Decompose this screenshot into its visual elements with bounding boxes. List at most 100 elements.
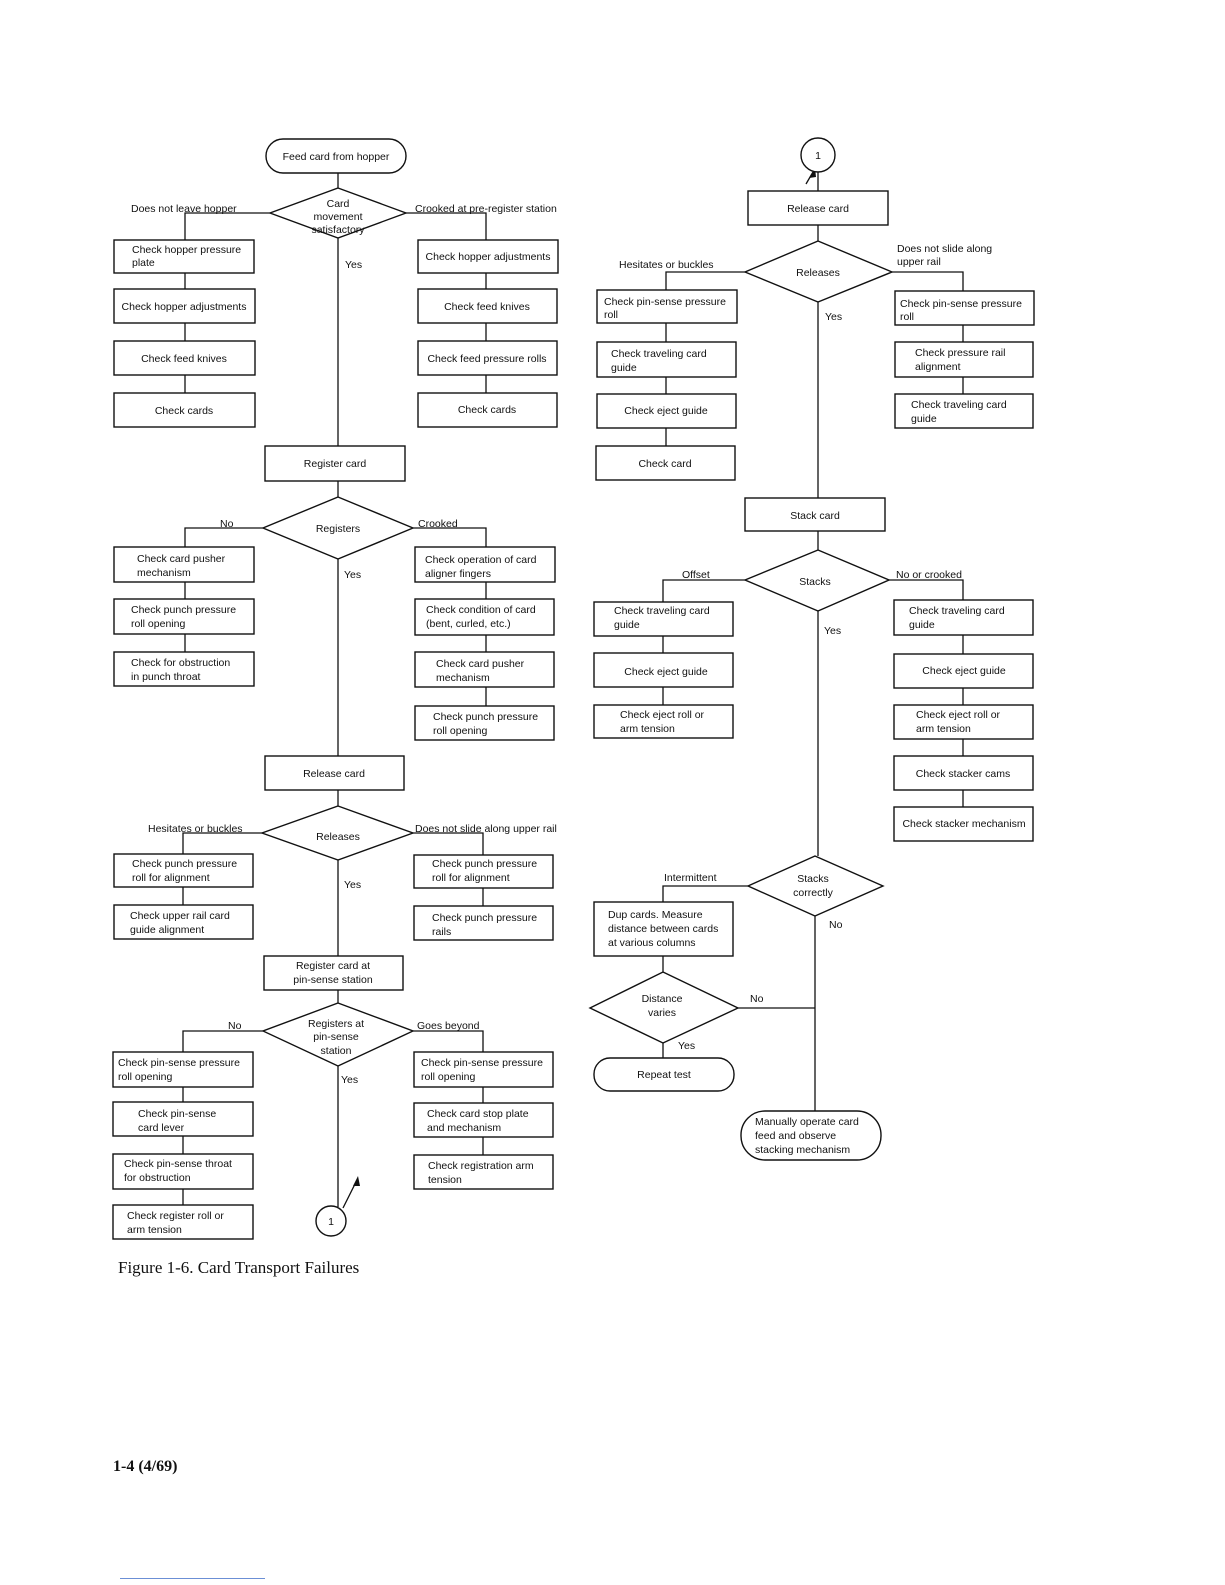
decision-registers-pin-sense: Registers at pin-sense station: [261, 1002, 415, 1067]
svg-text:mechanism: mechanism: [137, 567, 191, 579]
svg-text:Check hopper adjustments: Check hopper adjustments: [426, 251, 551, 263]
svg-text:at various columns: at various columns: [608, 937, 696, 949]
branch-label: No: [220, 518, 234, 530]
svg-text:Release card: Release card: [787, 203, 849, 215]
svg-text:feed and observe: feed and observe: [755, 1130, 836, 1142]
box-check-eject-guide-d: Check eject guide: [893, 653, 1034, 689]
svg-text:guide: guide: [911, 413, 937, 425]
process-stack-card: Stack card: [744, 497, 886, 532]
svg-text:Check eject guide: Check eject guide: [624, 666, 708, 678]
box-check-hopper-pressure-plate: Check hopper pressure plate: [113, 239, 255, 274]
svg-text:correctly: correctly: [793, 887, 833, 899]
yes-label: Yes: [344, 879, 361, 891]
svg-text:mechanism: mechanism: [436, 672, 490, 684]
svg-text:Check operation of card: Check operation of card: [425, 554, 537, 566]
svg-text:Check traveling card: Check traveling card: [911, 399, 1007, 411]
svg-text:(bent, curled, etc.): (bent, curled, etc.): [426, 618, 511, 630]
svg-text:roll opening: roll opening: [131, 618, 185, 630]
svg-text:Check for obstruction: Check for obstruction: [131, 657, 230, 669]
box-check-traveling-guide-d: Check traveling card guide: [893, 599, 1034, 636]
svg-text:Check traveling card: Check traveling card: [909, 605, 1005, 617]
svg-text:Register card: Register card: [304, 458, 367, 470]
box-check-pin-sense-roll-opening: Check pin-sense pressure roll opening: [112, 1051, 254, 1088]
svg-text:Check eject guide: Check eject guide: [624, 405, 708, 417]
svg-text:Check card pusher: Check card pusher: [137, 553, 226, 565]
svg-text:roll opening: roll opening: [421, 1071, 475, 1083]
scan-artifact: [120, 1578, 265, 1579]
svg-text:card lever: card lever: [138, 1122, 185, 1134]
svg-text:Distance: Distance: [642, 993, 683, 1005]
decision-releases-right: Releases: [743, 240, 894, 303]
branch-label: Crooked: [418, 518, 458, 530]
process-register-pin-sense: Register card at pin-sense station: [263, 955, 404, 991]
branch-label: upper rail: [897, 256, 941, 268]
terminator-label: Feed card from hopper: [283, 151, 390, 163]
svg-text:Stacks: Stacks: [799, 576, 831, 588]
svg-text:Registers: Registers: [316, 523, 360, 535]
svg-text:varies: varies: [648, 1007, 676, 1019]
svg-text:roll opening: roll opening: [118, 1071, 172, 1083]
svg-text:guide: guide: [611, 362, 637, 374]
svg-text:1: 1: [815, 150, 821, 162]
branch-label: Does not leave hopper: [131, 203, 237, 215]
box-check-stacker-mechanism: Check stacker mechanism: [893, 806, 1034, 842]
svg-text:Check stacker cams: Check stacker cams: [916, 768, 1011, 780]
box-check-eject-guide-c: Check eject guide: [593, 652, 734, 688]
branch-label: Offset: [682, 569, 710, 581]
branch-label: Crooked at pre-register station: [415, 203, 557, 215]
box-check-traveling-guide-a: Check traveling card guide: [596, 341, 737, 378]
svg-text:roll: roll: [604, 309, 618, 321]
terminator-feed-card: Feed card from hopper: [265, 138, 407, 174]
svg-text:station: station: [321, 1045, 352, 1057]
box-check-feed-knives: Check feed knives: [113, 340, 256, 376]
svg-text:Check traveling card: Check traveling card: [611, 348, 707, 360]
branch-label: Intermittent: [664, 872, 717, 884]
svg-text:plate: plate: [132, 257, 155, 269]
svg-text:rails: rails: [432, 926, 451, 938]
svg-text:aligner fingers: aligner fingers: [425, 568, 491, 580]
svg-text:Check stacker mechanism: Check stacker mechanism: [902, 818, 1025, 830]
box-check-card-pusher: Check card pusher mechanism: [113, 546, 255, 583]
svg-text:Check feed knives: Check feed knives: [444, 301, 530, 313]
left-flow-lines: [182, 173, 487, 1209]
yes-label: Yes: [678, 1040, 695, 1052]
svg-text:Stack card: Stack card: [790, 510, 840, 522]
svg-text:Register card at: Register card at: [296, 960, 370, 972]
svg-text:alignment: alignment: [915, 361, 961, 373]
box-check-cards: Check cards: [113, 392, 256, 428]
box-check-pin-sense-roll-a: Check pin-sense pressure roll: [596, 289, 738, 324]
svg-text:pin-sense station: pin-sense station: [293, 974, 373, 986]
terminator-manually-operate: Manually operate card feed and observe s…: [740, 1110, 882, 1161]
decision-stacks: Stacks: [743, 549, 891, 612]
svg-text:Dup cards. Measure: Dup cards. Measure: [608, 909, 703, 921]
svg-text:distance between cards: distance between cards: [608, 923, 718, 935]
box-check-punch-pressure-roll-opening: Check punch pressure roll opening: [113, 598, 255, 635]
svg-text:Check hopper adjustments: Check hopper adjustments: [122, 301, 247, 313]
svg-text:arm tension: arm tension: [916, 723, 971, 735]
box-check-traveling-guide-b: Check traveling card guide: [894, 393, 1034, 429]
svg-text:Check card pusher: Check card pusher: [436, 658, 525, 670]
svg-text:guide: guide: [614, 619, 640, 631]
svg-text:roll for alignment: roll for alignment: [432, 872, 510, 884]
svg-text:Check punch pressure: Check punch pressure: [132, 858, 237, 870]
yes-label: Yes: [344, 569, 361, 581]
svg-text:Check condition of card: Check condition of card: [426, 604, 536, 616]
svg-text:Check pin-sense pressure: Check pin-sense pressure: [118, 1057, 240, 1069]
yes-label: Yes: [825, 311, 842, 323]
box-check-pin-sense-roll-b: Check pin-sense pressure roll: [894, 290, 1035, 326]
box-check-register-roll: Check register roll or arm tension: [112, 1204, 254, 1240]
svg-text:Check register roll or: Check register roll or: [127, 1210, 224, 1222]
yes-label: Yes: [341, 1074, 358, 1086]
decision-registers: Registers: [261, 496, 415, 560]
svg-text:Check punch pressure: Check punch pressure: [131, 604, 236, 616]
svg-text:for obstruction: for obstruction: [124, 1172, 191, 1184]
branch-label: Hesitates or buckles: [148, 823, 243, 835]
decision-card-movement: Card movement satisfactory: [267, 187, 409, 239]
svg-text:Check cards: Check cards: [155, 405, 213, 417]
box-check-pressure-rail: Check pressure rail alignment: [894, 341, 1034, 378]
svg-text:Check pin-sense throat: Check pin-sense throat: [124, 1158, 232, 1170]
branch-label: Goes beyond: [417, 1020, 480, 1032]
process-release-card: Release card: [264, 755, 405, 791]
svg-text:Check pin-sense pressure: Check pin-sense pressure: [421, 1057, 543, 1069]
